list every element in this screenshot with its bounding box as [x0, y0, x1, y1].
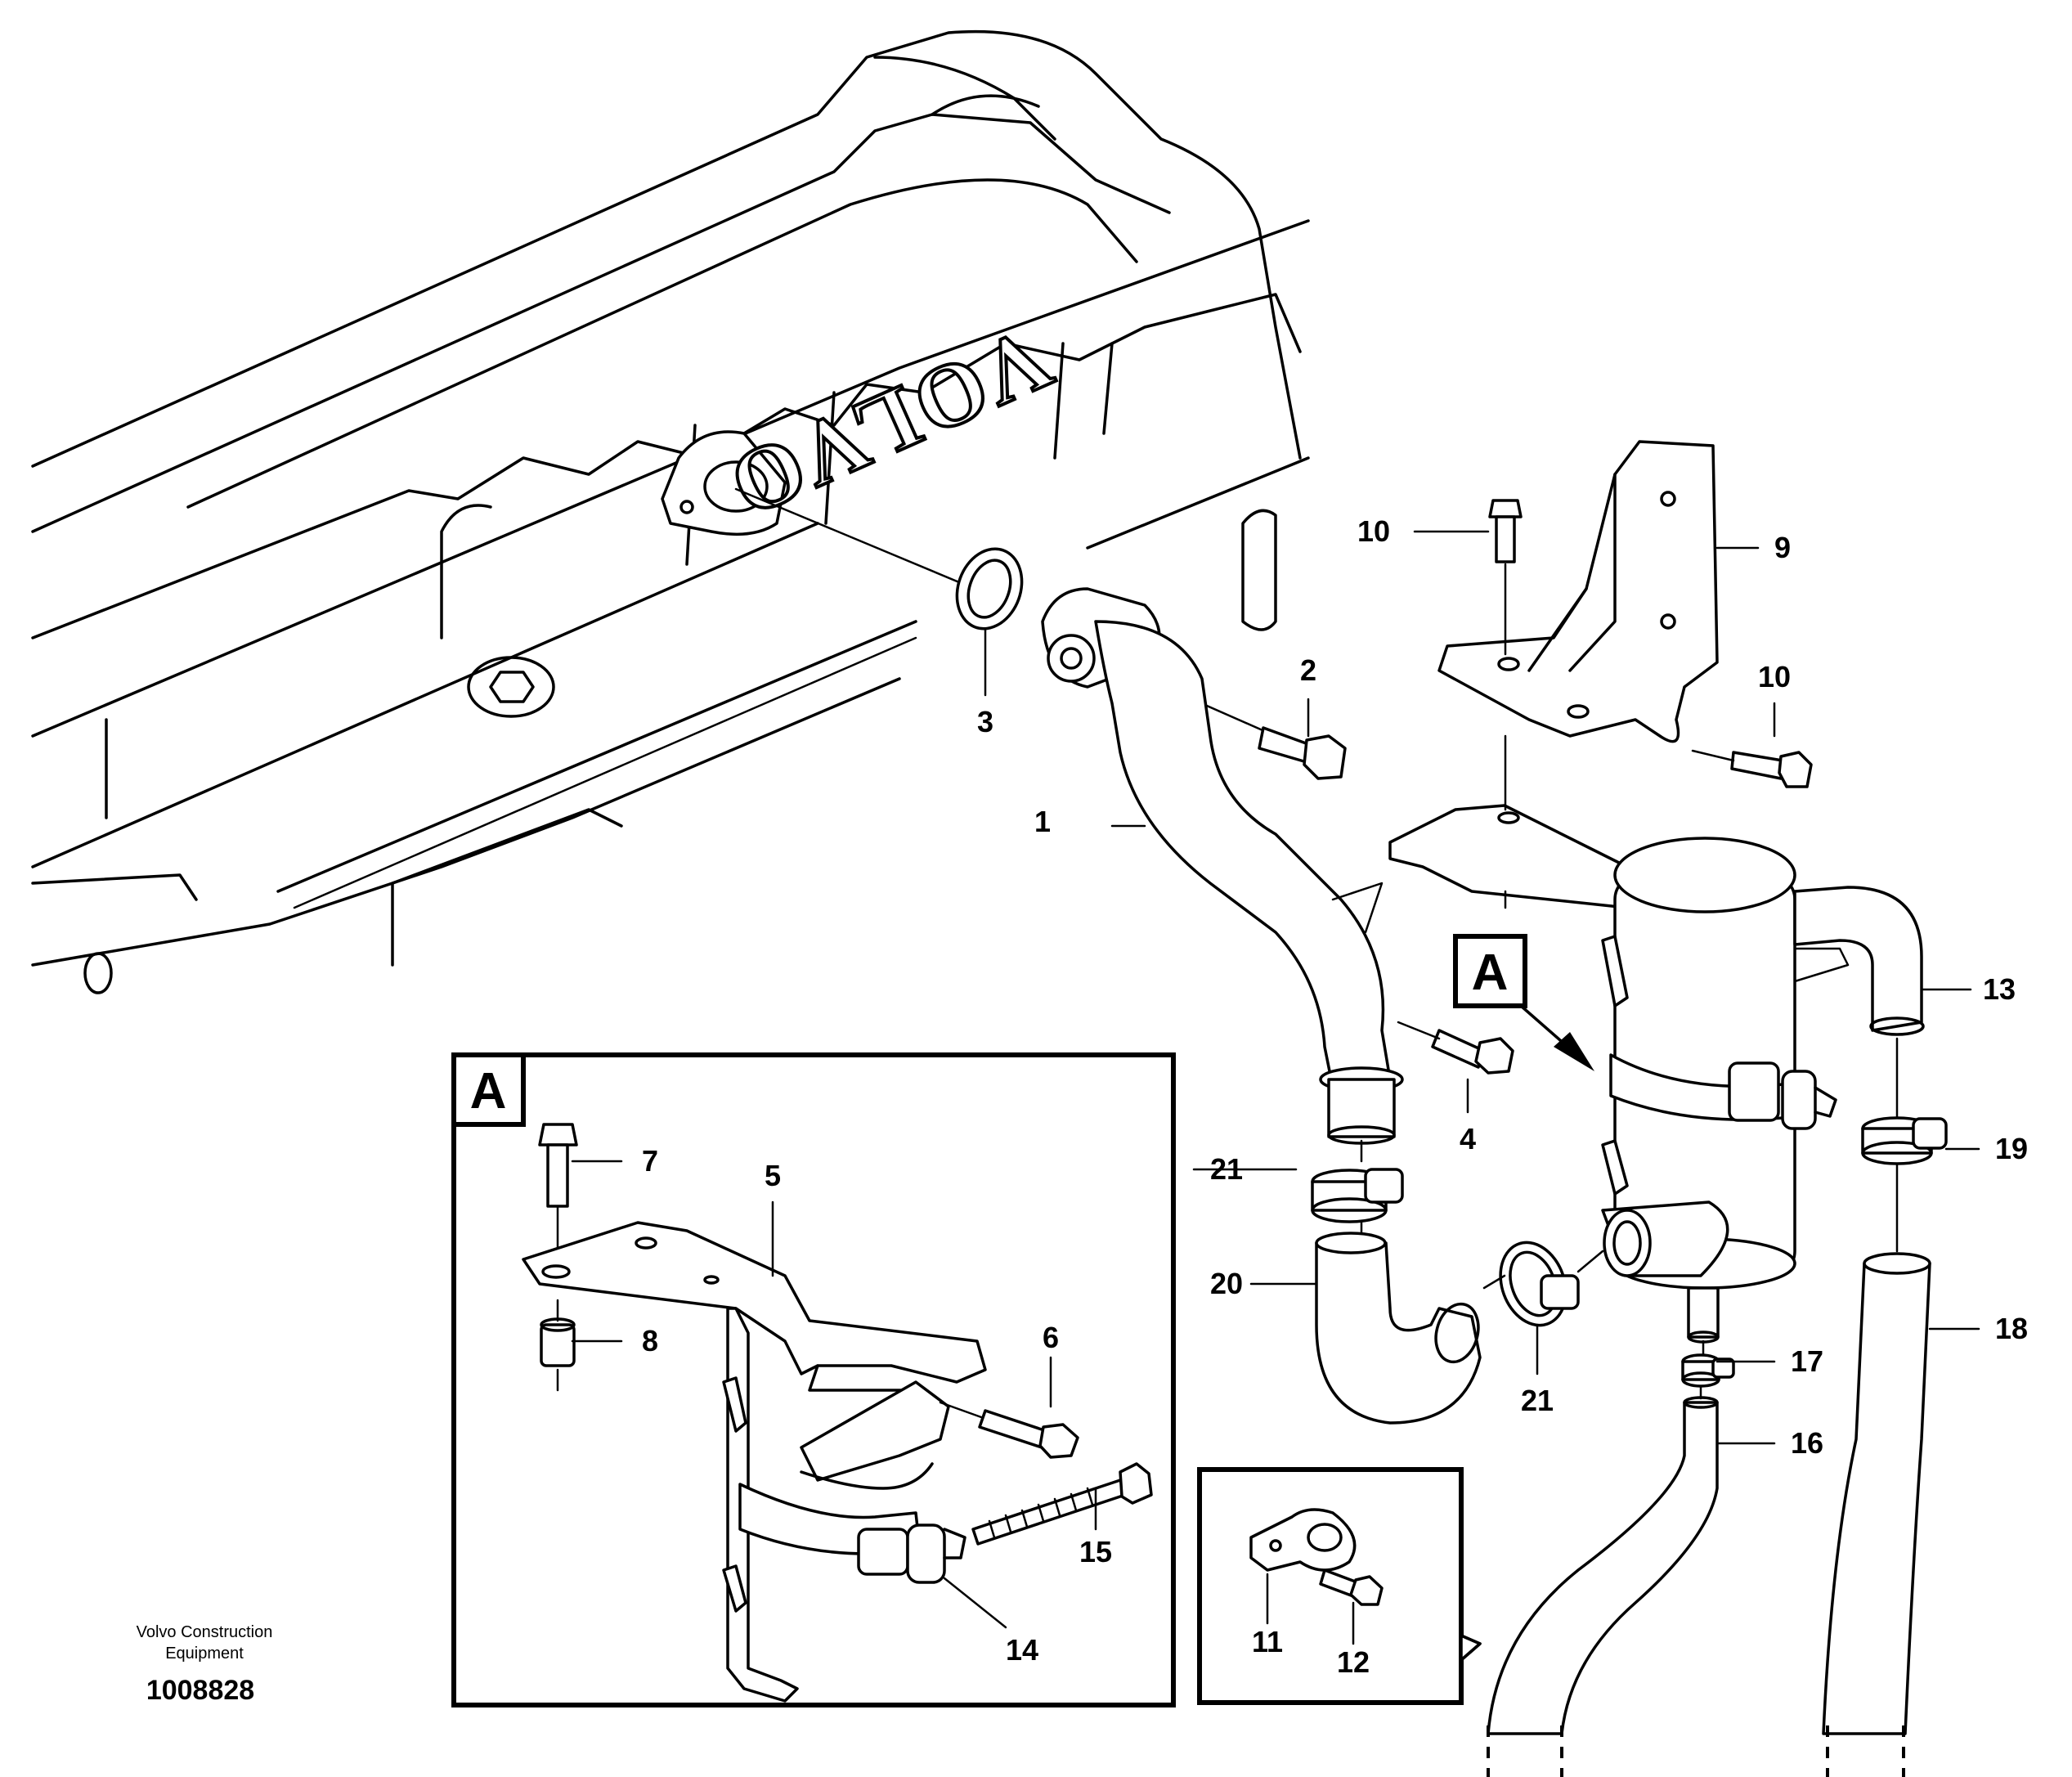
part-label-14: 14 [1006, 1633, 1038, 1667]
bolt-10-top [1488, 499, 1523, 656]
hose-clip-inset [1197, 1467, 1482, 1705]
part-label-10-side: 10 [1758, 660, 1791, 693]
part-label-11: 11 [1252, 1625, 1283, 1658]
part-label-2: 2 [1300, 653, 1316, 687]
detail-a-inset: A [451, 1052, 1176, 1707]
elbow-hose-20 [1315, 1232, 1482, 1425]
publisher-line-1: Volvo Construction [137, 1623, 273, 1641]
part-label-5: 5 [765, 1159, 781, 1192]
part-label-17: 17 [1791, 1344, 1823, 1378]
illustration-number: 1008828 [146, 1675, 254, 1706]
part-label-21-lower: 21 [1521, 1384, 1554, 1417]
publisher-block: Volvo Construction Equipment 1008828 [137, 1623, 273, 1706]
part-label-13: 13 [1983, 972, 2016, 1006]
drain-hose-16 [1487, 1396, 1719, 1777]
detail-a-letter: A [470, 1063, 507, 1120]
detail-a-pointer: A [1453, 934, 1594, 1071]
bolt-2 [1258, 726, 1347, 780]
part-label-8: 8 [642, 1324, 658, 1357]
detail-a-callout-letter: A [1472, 945, 1509, 1001]
part-label-12: 12 [1337, 1645, 1370, 1679]
part-label-3: 3 [977, 705, 993, 738]
part-labels: 1 2 3 4 5 6 7 8 9 10 10 11 12 13 14 15 1… [642, 514, 2028, 1679]
vent-hose-18 [1822, 1252, 1931, 1777]
engine-valve-cover: VOLVO [31, 29, 1310, 994]
separator-bracket [1388, 734, 1629, 909]
hose-clamp-21b [1482, 1241, 1604, 1327]
hose-clamp-19 [1861, 1037, 1948, 1253]
bolt-4 [1397, 1021, 1514, 1075]
part-label-1: 1 [1034, 805, 1051, 838]
part-label-6: 6 [1043, 1321, 1059, 1354]
part-label-7: 7 [642, 1144, 658, 1178]
breather-pipe [734, 487, 1404, 1145]
part-label-21-upper: 21 [1210, 1152, 1243, 1186]
hose-clamp-17 [1681, 1339, 1735, 1400]
part-label-9: 9 [1774, 531, 1791, 564]
part-label-18: 18 [1995, 1312, 2028, 1345]
part-label-15: 15 [1079, 1535, 1112, 1568]
leader-lines [571, 530, 1980, 1645]
part-label-16: 16 [1791, 1426, 1823, 1460]
part-label-20: 20 [1210, 1267, 1243, 1300]
part-label-19: 19 [1995, 1132, 2028, 1165]
bracket-9 [1437, 440, 1719, 743]
bolt-10-side [1691, 749, 1813, 788]
oil-separator [1601, 837, 1925, 1344]
publisher-line-2: Equipment [165, 1645, 244, 1663]
hose-clamp-21a [1311, 1139, 1404, 1253]
part-label-4: 4 [1460, 1122, 1476, 1155]
part-label-10-top: 10 [1357, 514, 1390, 548]
